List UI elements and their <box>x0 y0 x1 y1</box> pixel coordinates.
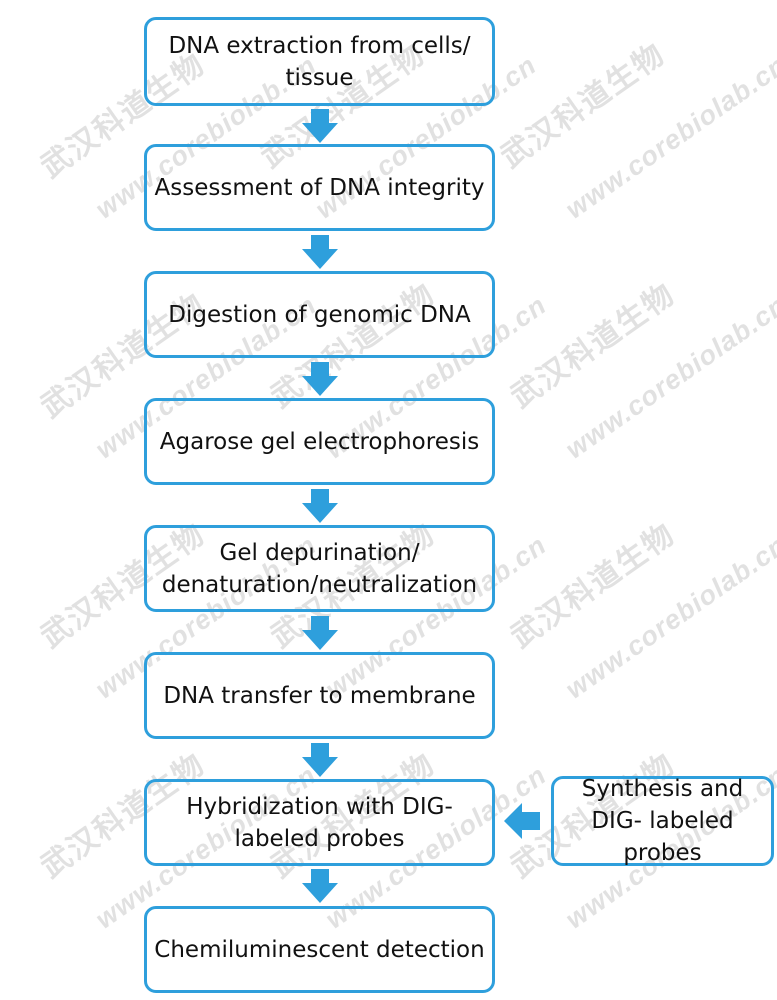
arrow-down-icon <box>302 869 338 903</box>
step-probe-synthesis: Synthesis and DIG- labeled probes <box>551 776 774 866</box>
watermark-url: www.corebiolab.cn <box>560 529 777 705</box>
step-label: DNA transfer to membrane <box>163 682 476 709</box>
step-digestion: Digestion of genomic DNA <box>144 271 495 358</box>
step-dna-transfer: DNA transfer to membrane <box>144 652 495 739</box>
arrow-left-icon <box>504 803 540 839</box>
arrow-down-icon <box>302 362 338 396</box>
step-label: Agarose gel electrophoresis <box>159 428 480 455</box>
watermark-url: www.corebiolab.cn <box>560 289 777 465</box>
step-gel-depurination: Gel depurination/ denaturation/neutraliz… <box>144 525 495 612</box>
step-dna-integrity: Assessment of DNA integrity <box>144 144 495 231</box>
watermark-url: www.corebiolab.cn <box>560 49 777 225</box>
step-label: Assessment of DNA integrity <box>154 174 485 201</box>
arrow-down-icon <box>302 235 338 269</box>
step-label: Hybridization with DIG- labeled probes <box>186 793 453 852</box>
step-chemiluminescent-detection: Chemiluminescent detection <box>144 906 495 993</box>
watermark-chinese: 武汉科道生物 <box>505 277 682 415</box>
step-label: Chemiluminescent detection <box>154 936 485 963</box>
arrow-down-icon <box>302 109 338 143</box>
step-label: DNA extraction from cells/ tissue <box>168 32 471 91</box>
arrow-down-icon <box>302 616 338 650</box>
side-step-label: Synthesis and DIG- labeled probes <box>581 776 744 866</box>
watermark-chinese: 武汉科道生物 <box>505 517 682 655</box>
step-dna-extraction: DNA extraction from cells/ tissue <box>144 17 495 106</box>
step-gel-electrophoresis: Agarose gel electrophoresis <box>144 398 495 485</box>
arrow-down-icon <box>302 743 338 777</box>
arrow-down-icon <box>302 489 338 523</box>
step-label: Digestion of genomic DNA <box>168 301 471 328</box>
step-label: Gel depurination/ denaturation/neutraliz… <box>161 539 478 598</box>
watermark-chinese: 武汉科道生物 <box>495 37 672 175</box>
step-hybridization: Hybridization with DIG- labeled probes <box>144 779 495 866</box>
